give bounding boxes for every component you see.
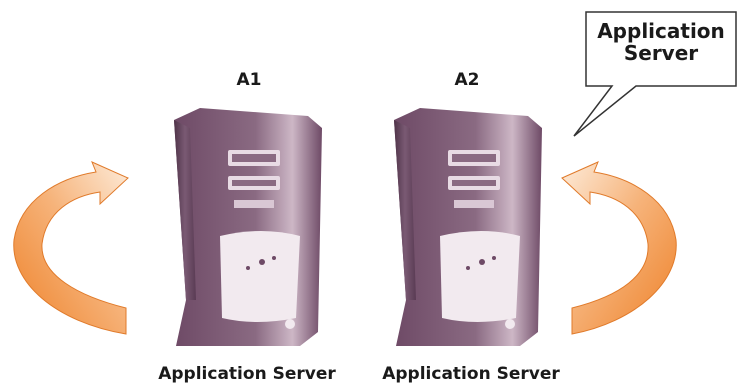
callout-line-1: Application — [597, 19, 725, 43]
right-cycle-arrow-icon — [561, 161, 677, 335]
server-a1-caption: Application Server — [158, 364, 336, 384]
server-a2-caption: Application Server — [382, 364, 560, 384]
server-a2-label: A2 — [454, 70, 480, 90]
server-tower-a2-icon — [394, 108, 542, 346]
callout-line-2: Server — [623, 41, 699, 65]
server-tower-a1-icon — [174, 108, 322, 346]
callout-balloon — [573, 11, 737, 137]
callout-text: Application Server — [586, 20, 736, 64]
server-a1-label: A1 — [236, 70, 262, 90]
left-cycle-arrow-icon — [13, 161, 129, 335]
